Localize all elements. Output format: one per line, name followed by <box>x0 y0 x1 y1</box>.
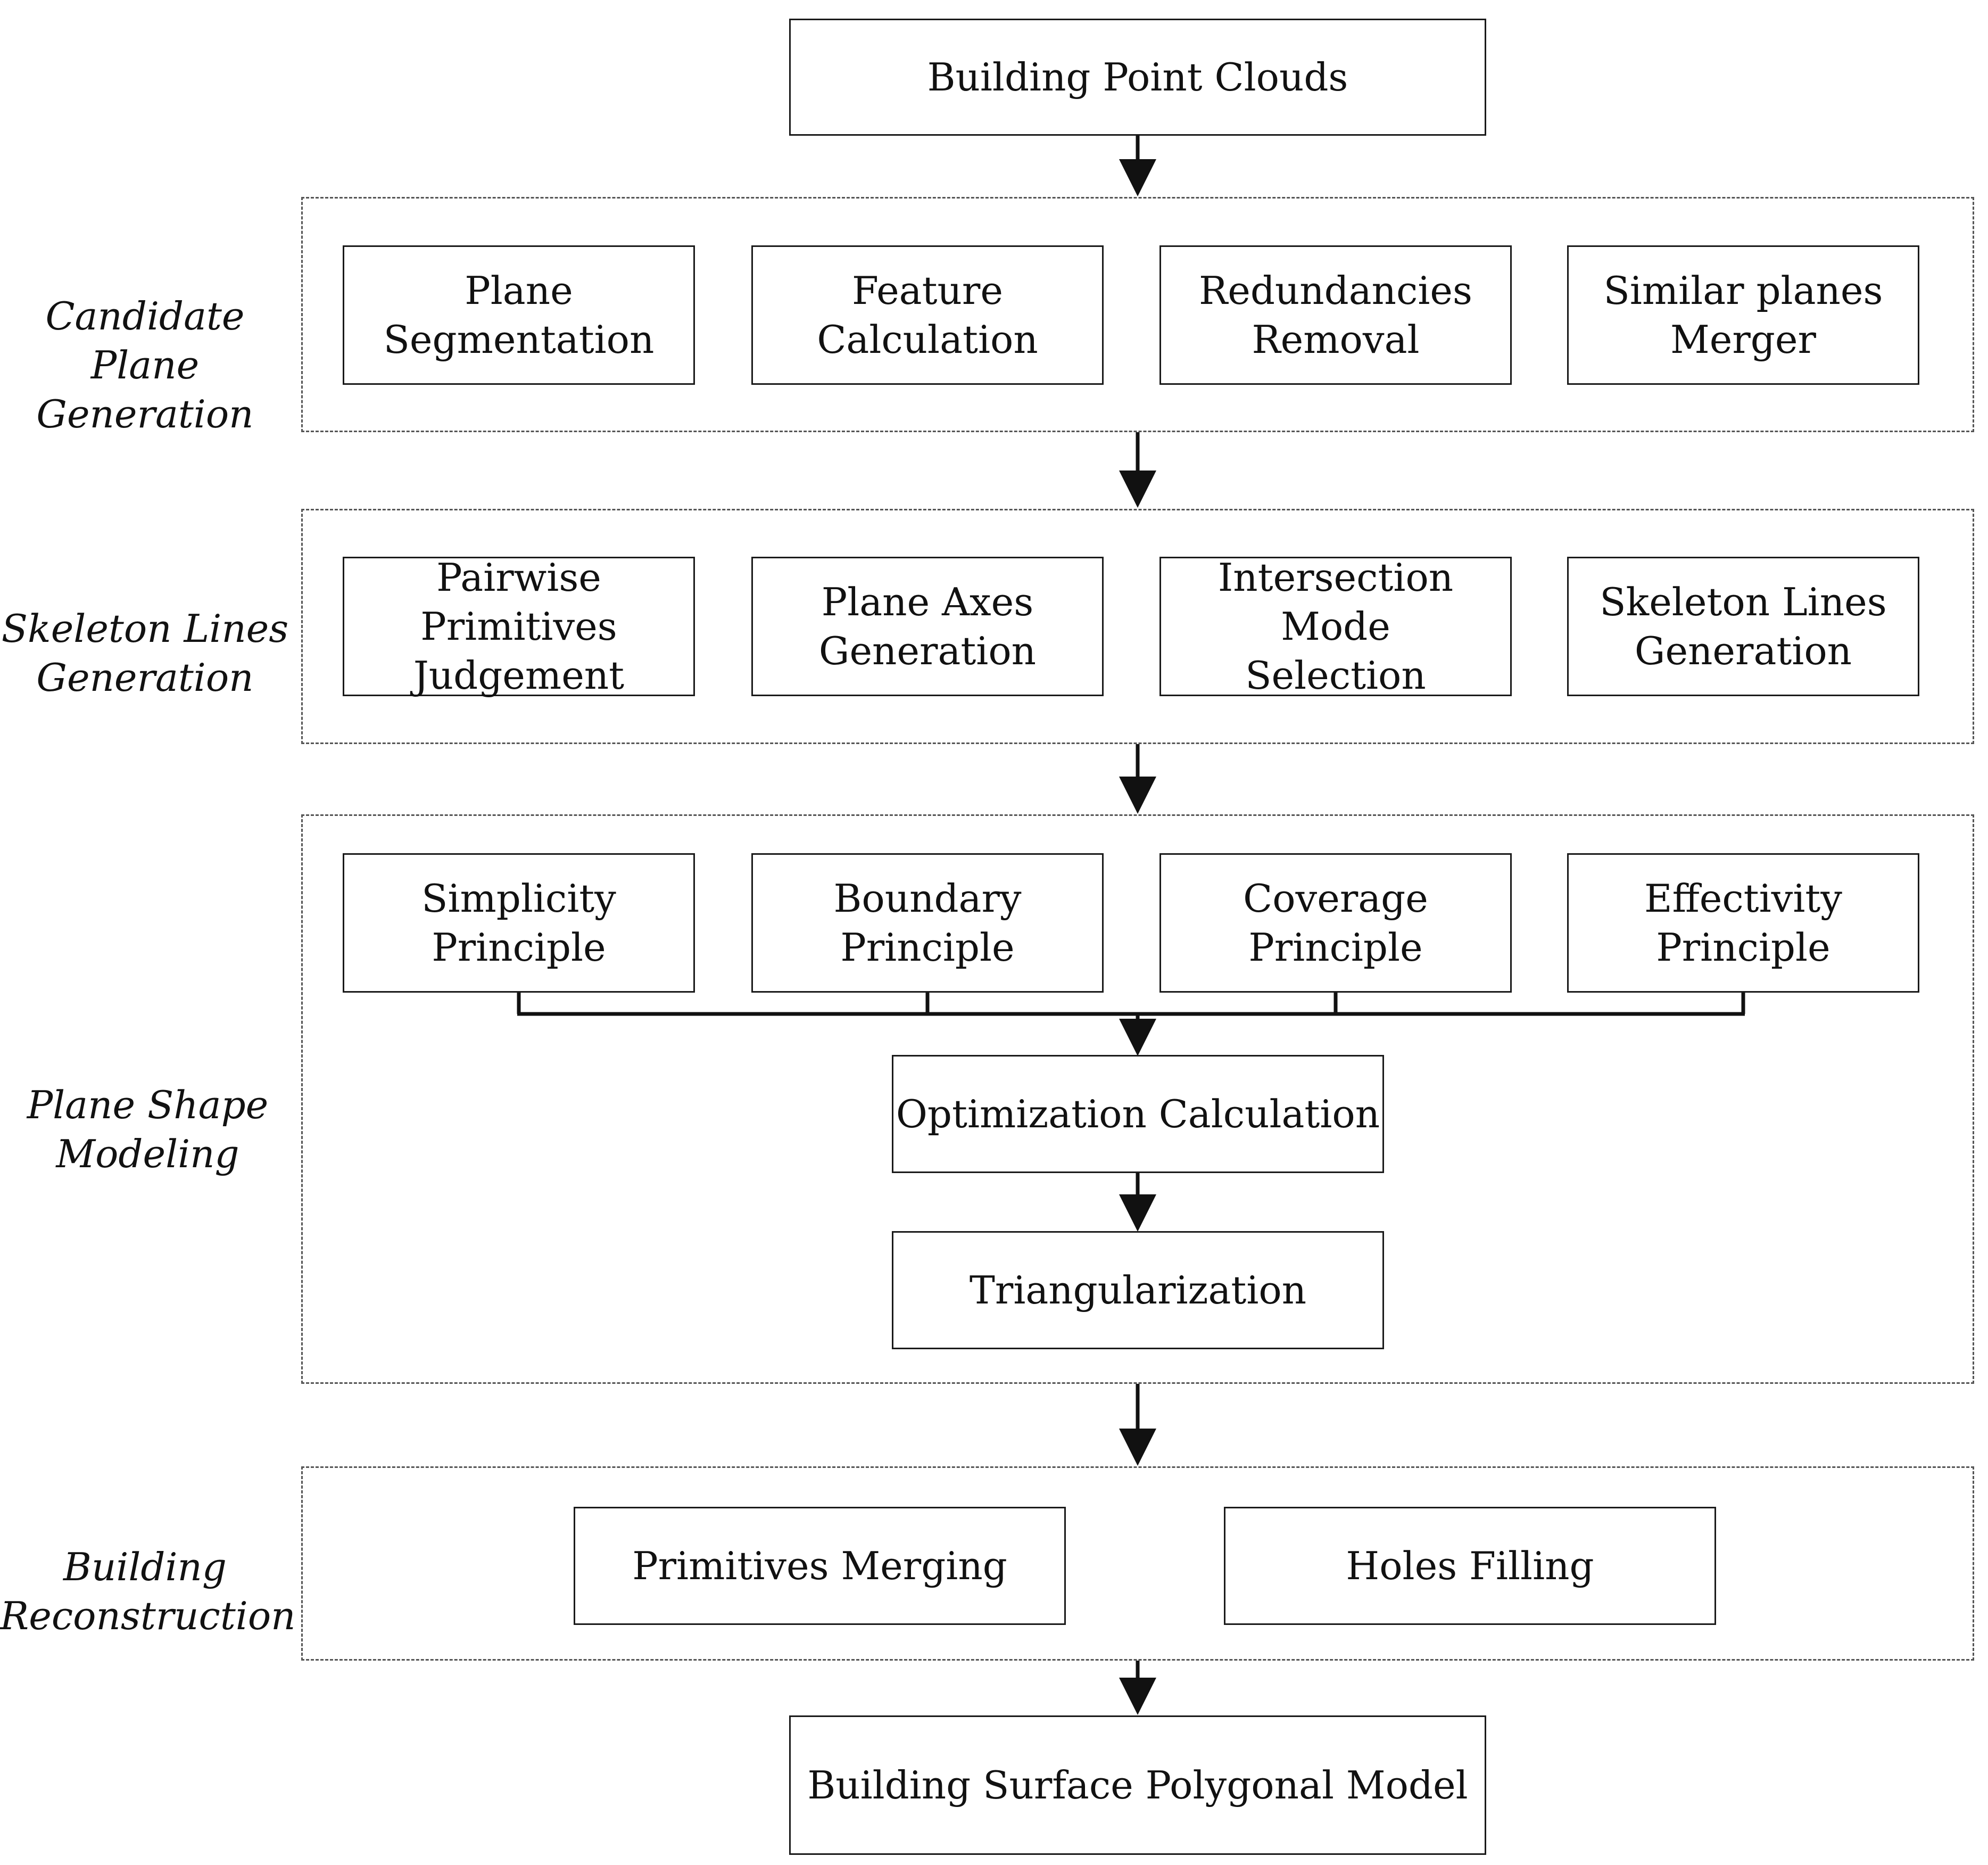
step-holes-filling: Holes Filling <box>1224 1507 1716 1625</box>
step-primitives-merging: Primitives Merging <box>574 1507 1066 1625</box>
stage-building-reconstruction <box>301 1466 1974 1661</box>
input-box: Building Point Clouds <box>789 19 1486 136</box>
output-box: Building Surface Polygonal Model <box>789 1715 1486 1855</box>
step-feature-calculation: Feature Calculation <box>751 245 1104 385</box>
step-pairwise-primitives-judgement: Pairwise Primitives Judgement <box>343 555 695 698</box>
stage-skeleton-lines-generation <box>301 509 1974 744</box>
step-optimization-calculation: Optimization Calculation <box>892 1055 1384 1173</box>
stage-label-candidate-plane-generation: Candidate Plane Generation <box>36 294 254 436</box>
stage-plane-shape-modeling <box>301 814 1974 1384</box>
step-similar-planes-merger: Similar planes Merger <box>1567 245 1919 385</box>
stage-label-plane-shape-modeling: Plane Shape Modeling <box>27 1083 269 1176</box>
step-intersection-mode-selection: Intersection Mode Selection <box>1159 555 1512 698</box>
principle-effectivity: Effectivity Principle <box>1567 853 1919 993</box>
principle-simplicity: Simplicity Principle <box>343 853 695 993</box>
step-redundancies-removal: Redundancies Removal <box>1159 245 1512 385</box>
step-triangularization: Triangularization <box>892 1231 1384 1349</box>
principle-boundary: Boundary Principle <box>751 853 1104 993</box>
stage-label-building-reconstruction: Building Reconstruction <box>0 1545 296 1638</box>
principle-coverage: Coverage Principle <box>1159 853 1512 993</box>
step-skeleton-lines-generation: Skeleton Lines Generation <box>1567 557 1919 696</box>
stage-label-skeleton-lines-generation: Skeleton Lines Generation <box>1 606 289 700</box>
stage-candidate-plane-generation <box>301 197 1974 432</box>
step-plane-segmentation: Plane Segmentation <box>343 245 695 385</box>
step-plane-axes-generation: Plane Axes Generation <box>751 557 1104 696</box>
